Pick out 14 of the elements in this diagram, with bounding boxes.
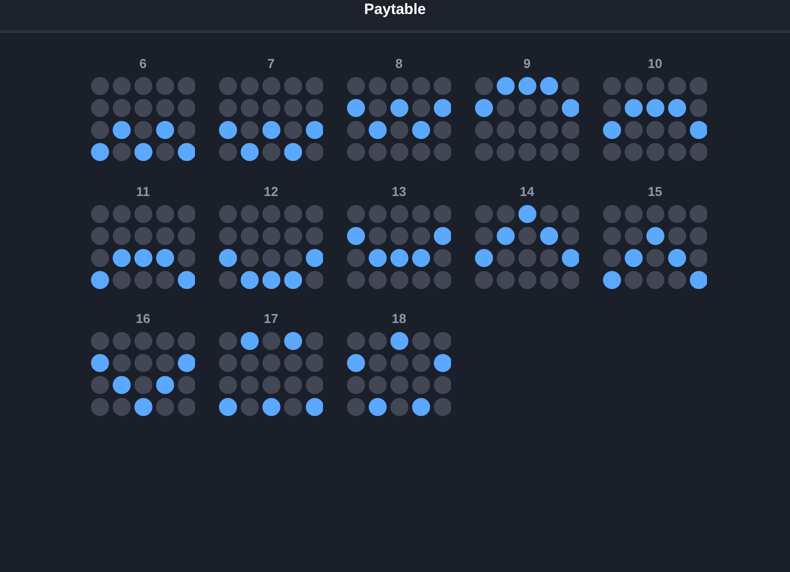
payline-number: 18	[390, 311, 408, 326]
payline-number: 11	[135, 184, 151, 198]
payline-number: 6	[138, 56, 148, 71]
payline-number: 13	[390, 184, 408, 198]
payline-number: 8	[394, 56, 404, 71]
title: Paytable	[364, 1, 426, 18]
payline-number: 15	[646, 184, 664, 198]
payline-number: 12	[262, 184, 280, 198]
payline-number: 14	[518, 184, 536, 198]
payline-number: 9	[522, 56, 532, 71]
payline-number: 16	[134, 311, 152, 326]
payline-number: 17	[262, 311, 280, 326]
payline-number: 10	[646, 56, 664, 71]
payline-number: 7	[266, 56, 276, 71]
